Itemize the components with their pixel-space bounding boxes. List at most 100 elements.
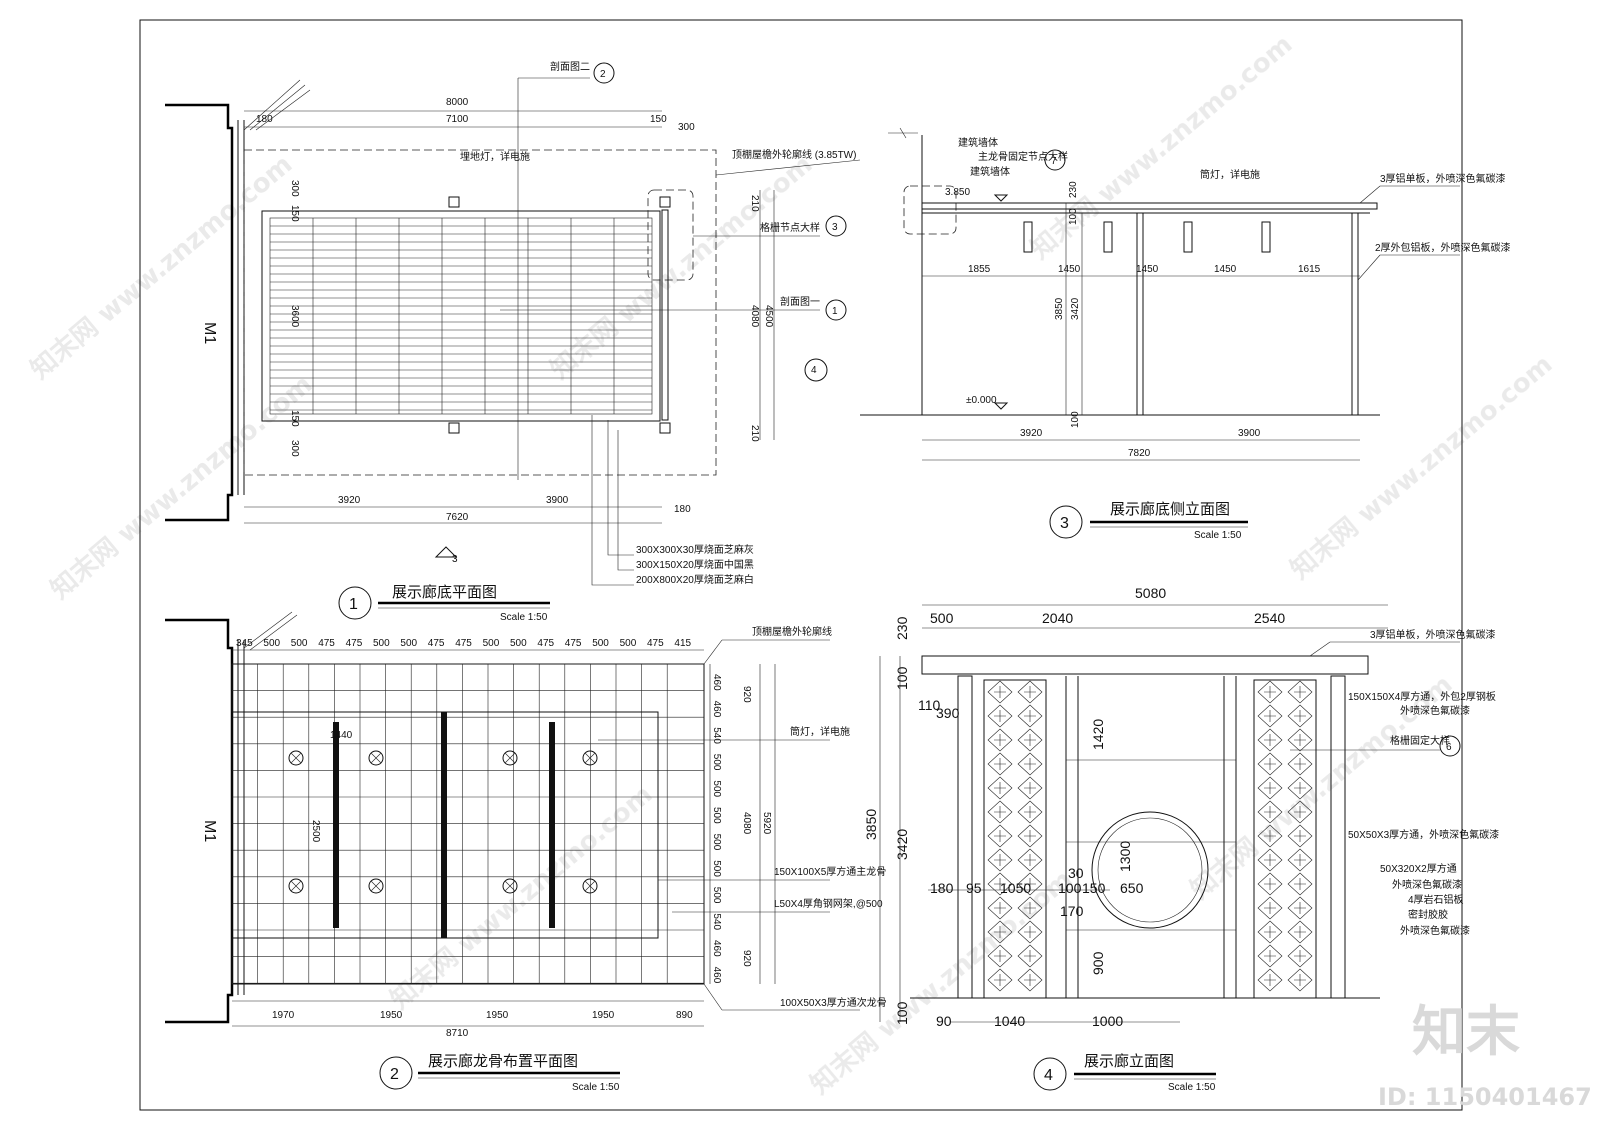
dim-label: 150 (289, 410, 300, 427)
lattice-cell (1257, 800, 1283, 824)
steel-grid (231, 663, 704, 984)
lattice-cross (1024, 902, 1036, 914)
dim-label: 900 (1090, 951, 1106, 975)
dim-label: 500 (263, 638, 280, 649)
downlights (288, 750, 598, 894)
ground-lamp (448, 422, 460, 434)
column (1330, 675, 1346, 999)
dim-label: 540 (711, 913, 722, 930)
lattice-cell (987, 728, 1013, 752)
downlight-icon (582, 878, 598, 894)
dim-label: 8710 (446, 1028, 469, 1039)
lattice-cell (1287, 944, 1313, 968)
dim-label: 500 (291, 638, 308, 649)
dim-label: 210 (749, 425, 760, 442)
dim-label: 475 (318, 638, 335, 649)
dim-label: 4080 (749, 305, 760, 328)
dim-label: 7100 (446, 114, 469, 125)
dim-label: 3850 (1054, 297, 1065, 320)
dim-label: 460 (711, 674, 722, 691)
dim-label: 3900 (1238, 428, 1261, 439)
dim-label: 30 (1068, 865, 1084, 881)
lattice-cell (1257, 776, 1283, 800)
dim-label: 100 (1068, 208, 1079, 225)
dim-label: 1000 (1092, 1013, 1123, 1029)
dim-label: 3920 (338, 495, 361, 506)
note: L50X4厚角钢网架,@500 (774, 897, 883, 910)
lattice-cell (1017, 776, 1043, 800)
dim-label: 100 (1058, 880, 1082, 896)
view-scale: Scale 1:50 (1168, 1082, 1216, 1093)
lattice-cross (1024, 806, 1036, 818)
watermark-text: 知末网 www.znzmo.com (1285, 349, 1558, 585)
lattice-cell (1287, 848, 1313, 872)
view-scale: Scale 1:50 (572, 1082, 620, 1093)
lattice-cell (1257, 920, 1283, 944)
canopy-roof (921, 655, 1369, 675)
dim-label: 540 (711, 727, 722, 744)
ground-lamp (659, 196, 671, 208)
dim-label: 150 (1082, 880, 1106, 896)
dim-label: 2500 (310, 820, 321, 843)
dim-label: 500 (592, 638, 609, 649)
lattice-cross (994, 782, 1006, 794)
elevation-mark (804, 358, 828, 382)
lattice-cross (994, 686, 1006, 698)
dim-label: 300 (289, 440, 300, 457)
door-label: M1 (201, 820, 218, 842)
note: 外喷深色氟碳漆 (1400, 924, 1470, 937)
dim-label: 500 (711, 860, 722, 877)
lattice-cell (1017, 680, 1043, 704)
watermark-logo: 知末 (1412, 1000, 1520, 1063)
bubble-label: 3 (452, 554, 458, 565)
door-label: M1 (201, 322, 218, 344)
lattice-cell (1287, 896, 1313, 920)
downlight-icon (502, 750, 518, 766)
lattice-cross (1264, 878, 1276, 890)
note: 外喷深色氟碳漆 (1392, 878, 1462, 891)
lattice-cross (1024, 974, 1036, 986)
dim-label: 170 (1060, 903, 1084, 919)
lattice-cell (987, 896, 1013, 920)
dim-label: 500 (711, 807, 722, 824)
dim-label: 390 (936, 705, 960, 721)
dim-label: 100 (894, 666, 910, 690)
lattice-cross (1264, 782, 1276, 794)
lattice-cross (994, 878, 1006, 890)
dim-label: 95 (966, 880, 982, 896)
watermark-text: 知末网 www.znzmo.com (545, 149, 818, 385)
note: 3厚铝单板，外喷深色氟碳漆 (1380, 172, 1506, 185)
lattice-cross (1294, 926, 1306, 938)
dim-label: 3420 (1070, 297, 1081, 320)
lattice-cell (1257, 944, 1283, 968)
view-number: 4 (1044, 1067, 1053, 1084)
dim-label: 300 (678, 122, 695, 133)
dim-label: 460 (711, 940, 722, 957)
note: 埋地灯，详电施 (460, 150, 530, 163)
lattice-cross (1294, 782, 1306, 794)
lattice-cross (1294, 878, 1306, 890)
dim-label: 475 (455, 638, 472, 649)
lattice-cross (1024, 710, 1036, 722)
view-number-bubble (1033, 1057, 1067, 1091)
lattice-cross (994, 950, 1006, 962)
dim-label: 475 (565, 638, 582, 649)
lattice-cross (1264, 854, 1276, 866)
lattice-cross (1264, 974, 1276, 986)
dim-label: 500 (483, 638, 500, 649)
lattice-cross (1264, 710, 1276, 722)
dim-label: 500 (711, 754, 722, 771)
lattice-cross (1294, 902, 1306, 914)
lattice-cross (1024, 758, 1036, 770)
dim-label: 7820 (1128, 448, 1151, 459)
main-keel (441, 712, 447, 938)
dim-label: 1300 (1117, 841, 1133, 872)
building-wall (165, 618, 234, 1024)
dim-label: 1450 (1214, 264, 1237, 275)
note: 顶棚屋檐外轮廓线 (752, 625, 832, 638)
main-keel (549, 722, 555, 928)
sheet-frame (139, 19, 1463, 1111)
dim-label: 1050 (1000, 880, 1031, 896)
dim-label: 3850 (863, 809, 879, 840)
